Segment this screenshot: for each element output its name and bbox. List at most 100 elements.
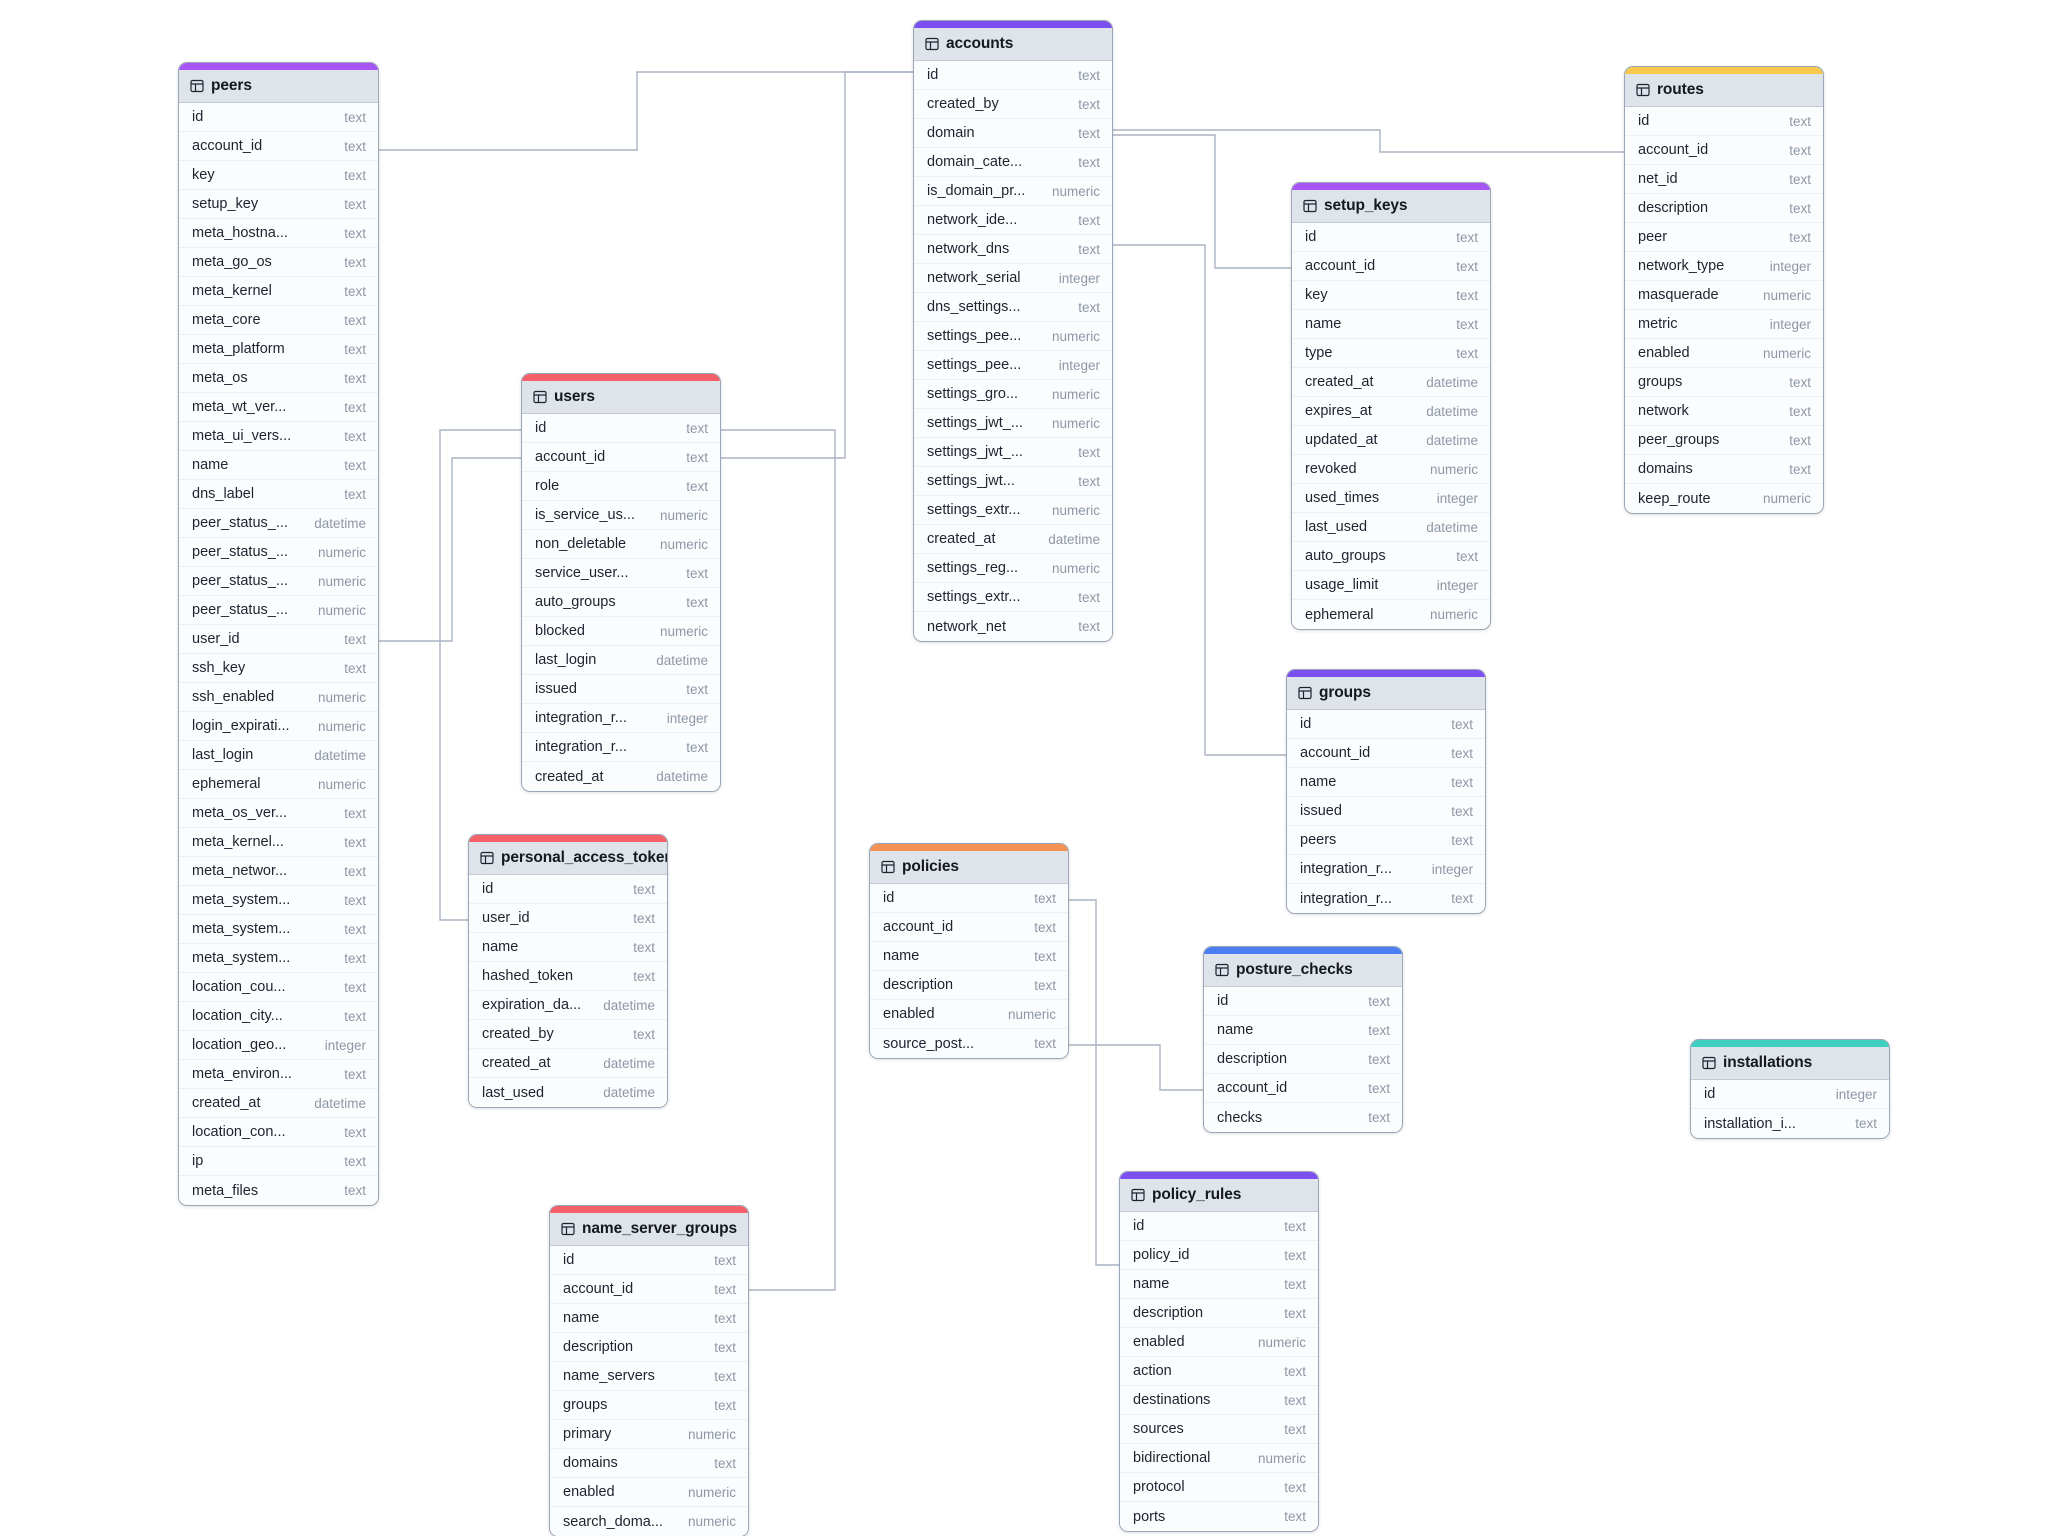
field-row[interactable]: is_domain_pr...numeric xyxy=(914,177,1112,206)
field-row[interactable]: meta_environ...text xyxy=(179,1060,378,1089)
field-row[interactable]: search_doma...numeric xyxy=(550,1507,748,1536)
field-row[interactable]: meta_wt_ver...text xyxy=(179,393,378,422)
field-row[interactable]: dns_settings...text xyxy=(914,293,1112,322)
field-row[interactable]: settings_jwt_...text xyxy=(914,438,1112,467)
table-header[interactable]: policies xyxy=(870,851,1068,884)
field-row[interactable]: settings_reg...numeric xyxy=(914,554,1112,583)
field-row[interactable]: integration_r...integer xyxy=(522,704,720,733)
table-header[interactable]: policy_rules xyxy=(1120,1179,1318,1212)
field-row[interactable]: settings_jwt...text xyxy=(914,467,1112,496)
field-row[interactable]: meta_system...text xyxy=(179,915,378,944)
field-row[interactable]: integration_r...text xyxy=(522,733,720,762)
table-header[interactable]: users xyxy=(522,381,720,414)
table-header[interactable]: accounts xyxy=(914,28,1112,61)
table-header[interactable]: installations xyxy=(1691,1047,1889,1080)
field-row[interactable]: installation_i...text xyxy=(1691,1109,1889,1138)
field-row[interactable]: settings_extr...numeric xyxy=(914,496,1112,525)
field-row[interactable]: meta_hostna...text xyxy=(179,219,378,248)
field-row[interactable]: login_expirati...numeric xyxy=(179,712,378,741)
field-row[interactable]: meta_kernel...text xyxy=(179,828,378,857)
field-row[interactable]: settings_pee...numeric xyxy=(914,322,1112,351)
field-row[interactable]: network_ide...text xyxy=(914,206,1112,235)
field-row[interactable]: peer_status_...numeric xyxy=(179,567,378,596)
field-row[interactable]: meta_ui_vers...text xyxy=(179,422,378,451)
field-row[interactable]: settings_jwt_...numeric xyxy=(914,409,1112,438)
table-header[interactable]: peers xyxy=(179,70,378,103)
field-row[interactable]: meta_system...text xyxy=(179,886,378,915)
field-row[interactable]: domain_cate...text xyxy=(914,148,1112,177)
field-row[interactable]: peer_status_...datetime xyxy=(179,509,378,538)
field-row[interactable]: source_post...text xyxy=(870,1029,1068,1058)
field-row[interactable]: service_user...text xyxy=(522,559,720,588)
field-row[interactable]: meta_system...text xyxy=(179,944,378,973)
field-row[interactable]: location_city...text xyxy=(179,1002,378,1031)
